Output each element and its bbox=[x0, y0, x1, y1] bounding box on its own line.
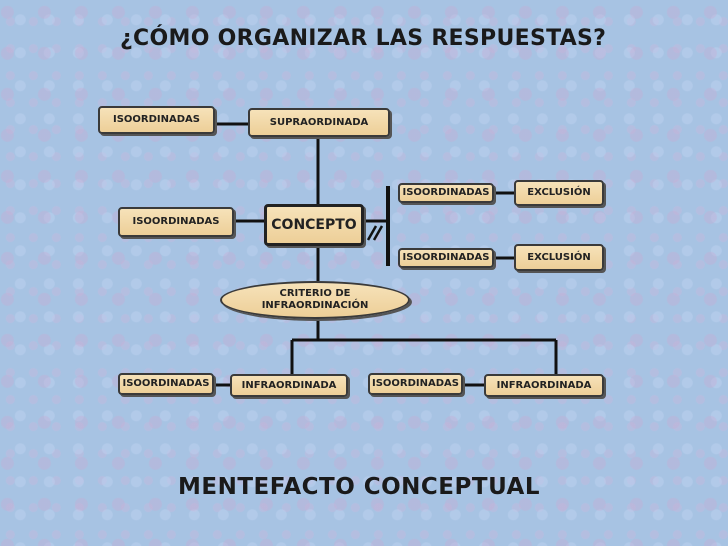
node-supraordinada: SUPRAORDINADA bbox=[248, 108, 390, 137]
node-infraordinada-1: INFRAORDINADA bbox=[230, 374, 348, 397]
node-exclusion-2: EXCLUSIÓN bbox=[514, 244, 604, 271]
node-isoordinadas-exclusion-2: ISOORDINADAS bbox=[398, 248, 494, 268]
node-infraordinada-2: INFRAORDINADA bbox=[484, 374, 604, 397]
node-isoordinadas-left: ISOORDINADAS bbox=[118, 207, 234, 237]
node-concepto: CONCEPTO bbox=[264, 204, 364, 246]
node-isoordinadas-top: ISOORDINADAS bbox=[98, 106, 215, 134]
node-isoordinadas-bottom-1: ISOORDINADAS bbox=[118, 373, 214, 395]
page-title: ¿CÓMO ORGANIZAR LAS RESPUESTAS? bbox=[120, 26, 607, 51]
node-isoordinadas-bottom-2: ISOORDINADAS bbox=[368, 373, 463, 395]
node-isoordinadas-exclusion-1: ISOORDINADAS bbox=[398, 183, 494, 203]
diagram-caption: MENTEFACTO CONCEPTUAL bbox=[178, 474, 540, 500]
node-criterio-infraordinacion: CRITERIO DE INFRAORDINACIÓN bbox=[220, 281, 410, 319]
node-exclusion-1: EXCLUSIÓN bbox=[514, 180, 604, 206]
